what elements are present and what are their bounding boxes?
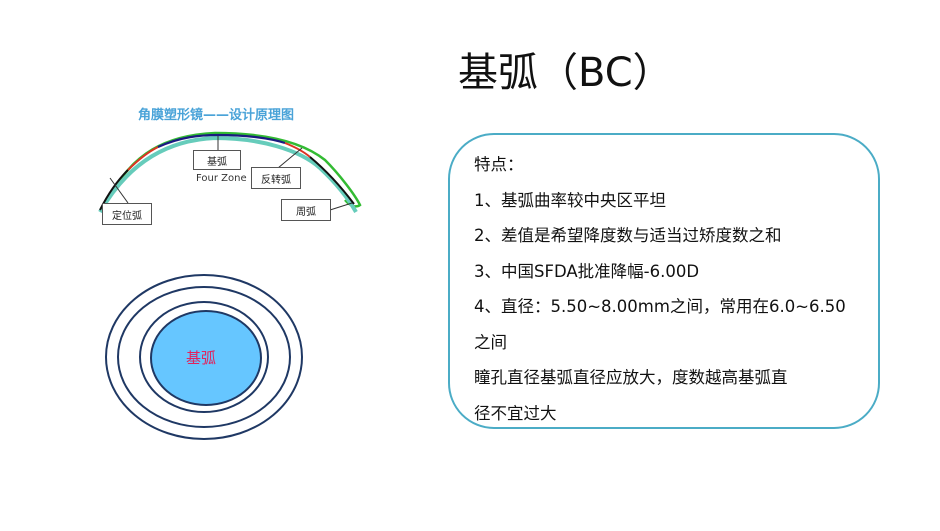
pointer-reverse	[277, 147, 303, 169]
slide-title: 基弧（BC）	[458, 50, 673, 96]
feature-line: 4、直径：5.50~8.00mm之间，常用在6.0~6.50	[474, 297, 846, 316]
feature-line: 径不宜过大	[474, 403, 557, 423]
feature-line: 1、基弧曲率较中央区平坦	[474, 190, 666, 210]
feature-line: 之间	[474, 332, 507, 352]
label-alignment-curve: 定位弧	[102, 203, 152, 225]
peripheral-curve	[309, 156, 355, 205]
pointer-peripheral	[329, 202, 353, 211]
reverse-curve-left	[127, 146, 159, 171]
feature-line: 2、差值是希望降度数与适当过矫度数之和	[474, 226, 782, 245]
base-curve	[157, 133, 286, 149]
base-curve-zone	[150, 310, 262, 406]
label-base-curve: 基弧	[193, 150, 241, 170]
diagram-title: 角膜塑形镜——设计原理图	[138, 108, 295, 123]
four-zone-label: Four Zone	[196, 173, 247, 184]
label-peripheral-curve: 周弧	[281, 199, 331, 221]
features-box: 特点： 1、基弧曲率较中央区平坦 2、差值是希望降度数与适当过矫度数之和 3、中…	[448, 133, 880, 429]
third-ring	[139, 301, 269, 413]
cornea-surface	[98, 135, 358, 214]
feature-line: 瞳孔直径基弧直径应放大，度数越高基弧直	[474, 368, 788, 387]
outer-ring	[105, 274, 303, 440]
pointer-alignment	[109, 177, 129, 204]
label-reverse-curve: 反转弧	[251, 167, 301, 189]
features-heading: 特点：	[474, 155, 524, 174]
circle-label: 基弧	[186, 349, 217, 367]
second-ring	[117, 286, 291, 428]
feature-line: 3、中国SFDA批准降幅-6.00D	[474, 261, 700, 281]
reverse-curve-right	[284, 142, 311, 158]
